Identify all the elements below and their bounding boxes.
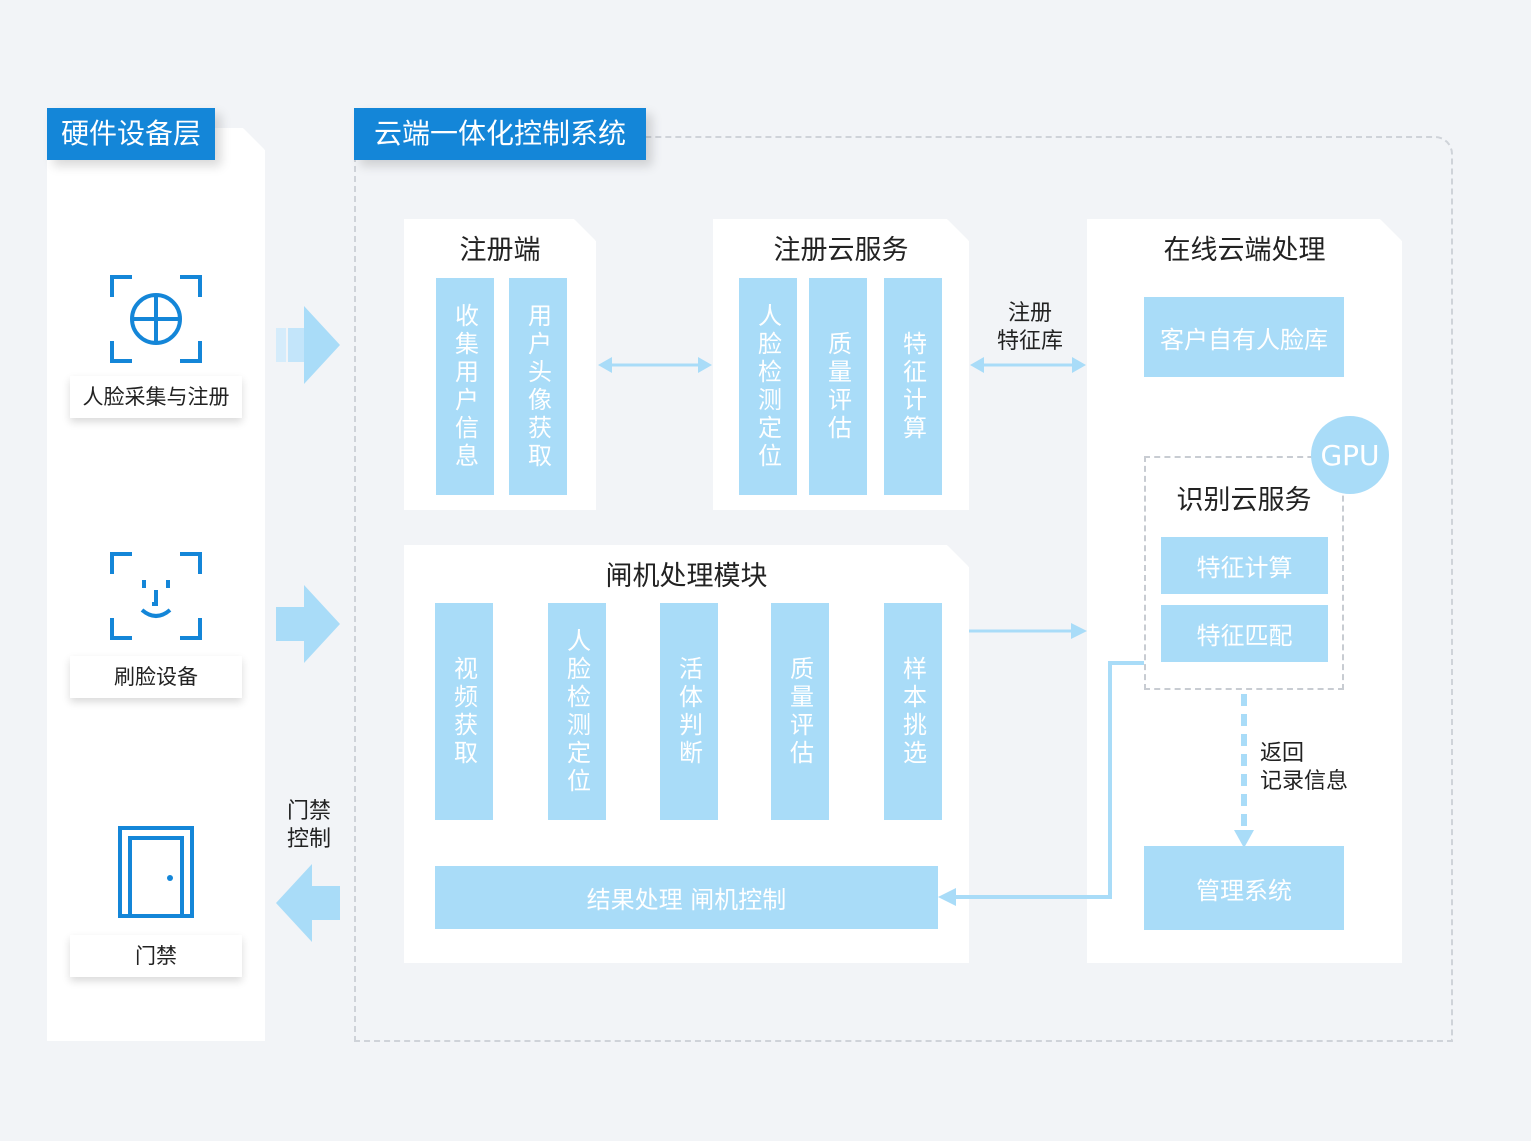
management-system: 管理系统 [1144,846,1344,930]
register-feature-note: 注册 特征库 [996,301,1063,354]
face-capture-icon [110,275,202,363]
cloud-system-title: 云端一体化控制系统 [354,108,647,160]
recognition-feature-compute: 特征计算 [1161,537,1328,594]
gate-col-4: 质量评估 [771,603,829,820]
register-client-col-1: 收集用户信息 [436,278,494,495]
device-label-face-capture: 人脸采集与注册 [70,376,242,418]
gate-module-title: 闸机处理模块 [605,561,768,592]
double-arrow-icon [598,357,712,373]
arrow-left-icon [276,864,340,942]
elbow-arrow-icon [938,661,1144,906]
gate-col-1: 视频获取 [435,603,493,820]
online-processing-title: 在线云端处理 [1163,235,1326,266]
return-record-note: 返回 记录信息 [1260,741,1349,794]
register-service-col-3: 特征计算 [884,278,942,495]
face-scan-icon [110,552,202,640]
customer-face-db: 客户自有人脸库 [1144,297,1344,377]
recognition-feature-match: 特征匹配 [1161,605,1328,662]
gate-col-5: 样本挑选 [884,603,942,820]
dashed-down-arrow-icon [1234,694,1254,848]
hardware-layer-panel [47,128,265,1041]
access-control-note: 门禁 控制 [287,799,332,852]
device-label-face-scan: 刷脸设备 [70,656,242,698]
gate-col-3: 活体判断 [660,603,718,820]
register-service-col-2: 质量评估 [809,278,867,495]
cloud-system-container [354,136,1453,1042]
hardware-layer-title: 硬件设备层 [47,108,216,160]
arrow-right-thin-icon [969,623,1087,639]
double-arrow-icon [970,357,1086,373]
gpu-badge: GPU [1311,416,1389,494]
register-service-title: 注册云服务 [773,235,909,266]
register-service-col-1: 人脸检测定位 [739,278,797,495]
gate-result-box: 结果处理 闸机控制 [435,866,938,929]
register-client-col-2: 用户头像获取 [509,278,567,495]
device-label-door: 门禁 [70,935,242,977]
arrow-right-icon [276,585,340,663]
gate-col-2: 人脸检测定位 [548,603,606,820]
arrow-right-icon [276,306,340,384]
recognition-service-title: 识别云服务 [1176,485,1312,516]
register-client-title: 注册端 [459,235,541,266]
door-icon [118,826,194,918]
